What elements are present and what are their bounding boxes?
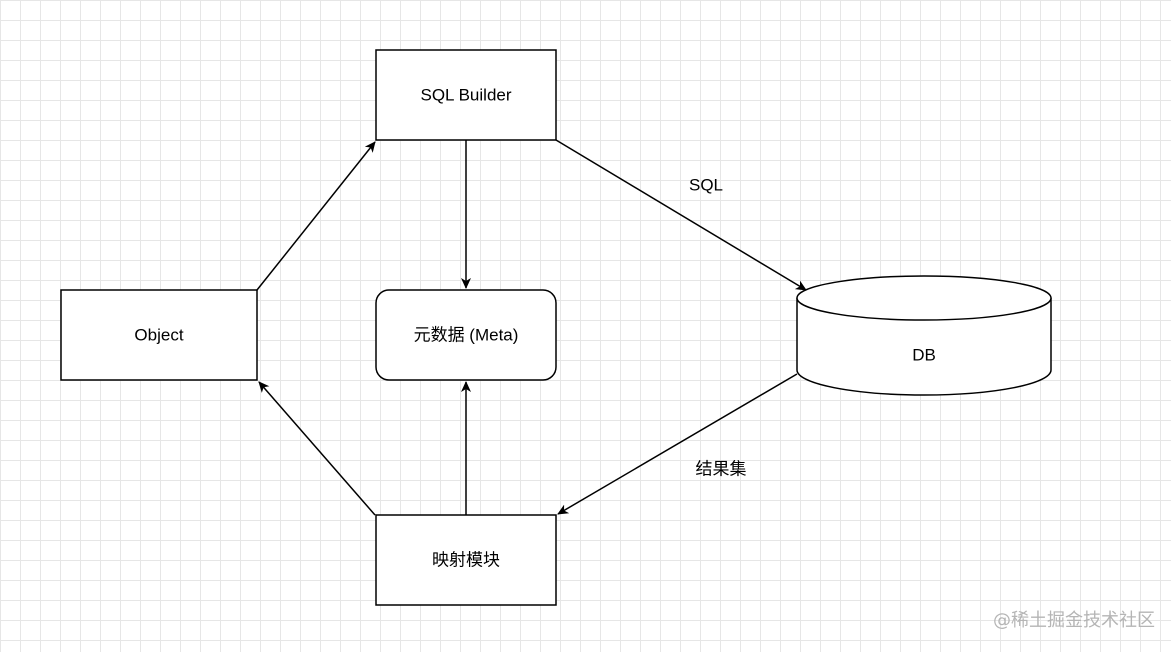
mapping-label: 映射模块 <box>432 551 500 570</box>
node-object[interactable]: Object <box>60 289 258 381</box>
db-label: DB <box>912 346 936 365</box>
object-label: Object <box>134 326 183 345</box>
edge-label-sql: SQL <box>689 176 723 195</box>
edge-db-to-mapping[interactable] <box>557 373 798 515</box>
db-cylinder-top <box>796 275 1052 321</box>
node-sql-builder[interactable]: SQL Builder <box>375 49 557 141</box>
edges <box>256 139 807 516</box>
sql-builder-label: SQL Builder <box>420 86 511 105</box>
node-db[interactable]: DB <box>796 275 1052 396</box>
node-mapping[interactable]: 映射模块 <box>375 514 557 606</box>
edge-object-to-sql-builder[interactable] <box>256 141 376 291</box>
watermark: @稀土掘金技术社区 <box>993 610 1155 631</box>
meta-label: 元数据 (Meta) <box>414 326 519 345</box>
edge-sql-builder-to-db[interactable] <box>555 139 807 291</box>
db-cylinder-body <box>796 298 1052 396</box>
edge-mapping-to-object[interactable] <box>258 381 376 516</box>
edge-label-result-set: 结果集 <box>696 460 747 479</box>
node-meta[interactable]: 元数据 (Meta) <box>375 289 557 381</box>
